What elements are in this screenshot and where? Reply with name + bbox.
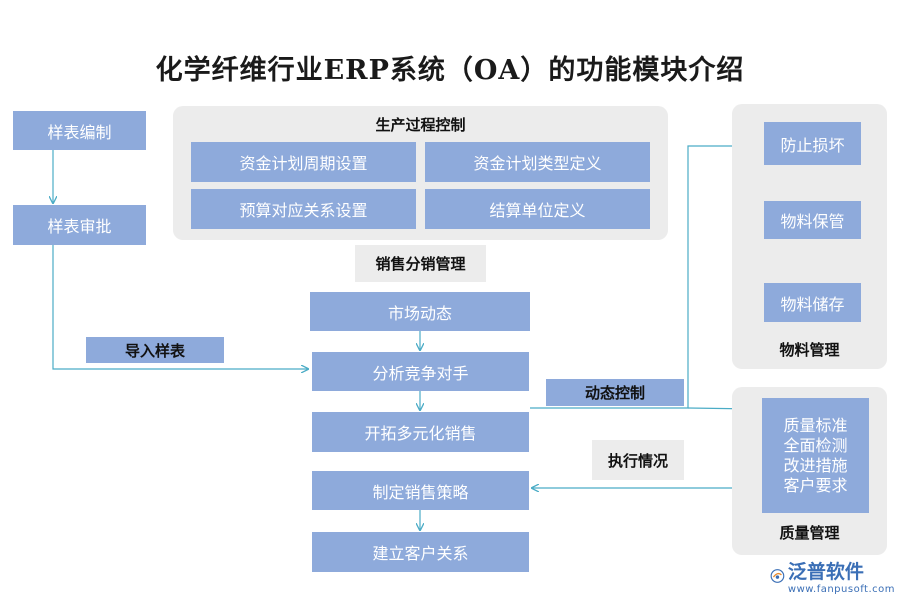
arrow-approve-to-competitor [52,245,308,369]
material-step: 物料保管 [764,201,861,239]
sample-approve-box: 样表审批 [13,205,146,245]
quality-box: 质量标准 全面检测 改进措施 客户要求 [762,398,869,513]
sales-step: 开拓多元化销售 [312,412,529,452]
import-sample-label: 导入样表 [86,337,224,363]
material-step: 防止损坏 [764,122,861,165]
dynamic-control-label: 动态控制 [546,379,684,406]
page-title: 化学纤维行业ERP系统（OA）的功能模块介绍 [155,55,745,86]
material-label: 物料管理 [779,341,840,359]
material-step: 物料储存 [764,283,861,322]
production-item: 预算对应关系设置 [191,189,416,229]
production-item: 结算单位定义 [425,189,650,229]
production-item: 资金计划类型定义 [425,142,650,182]
sales-label: 销售分销管理 [355,245,486,282]
brand-logo-icon [770,569,785,583]
sales-step: 分析竞争对手 [312,352,529,391]
brand-url: www.fanpusoft.com [787,584,895,595]
quality-line: 改进措施 [783,455,848,475]
quality-line: 客户要求 [783,475,848,495]
arrow-sales-to-material [530,146,760,409]
sample-edit-box: 样表编制 [13,111,146,150]
sales-step: 建立客户关系 [312,532,529,572]
quality-line: 全面检测 [783,435,848,455]
production-label: 生产过程控制 [375,116,466,134]
execution-status-label: 执行情况 [592,440,684,480]
brand-logo: 泛普软件 www.fanpusoft.com [770,556,895,596]
quality-line: 质量标准 [783,415,848,435]
quality-label: 质量管理 [779,524,840,542]
brand-name: 泛普软件 [787,561,864,583]
sales-step: 制定销售策略 [312,471,529,510]
production-item: 资金计划周期设置 [191,142,416,182]
sales-step: 市场动态 [310,292,530,331]
